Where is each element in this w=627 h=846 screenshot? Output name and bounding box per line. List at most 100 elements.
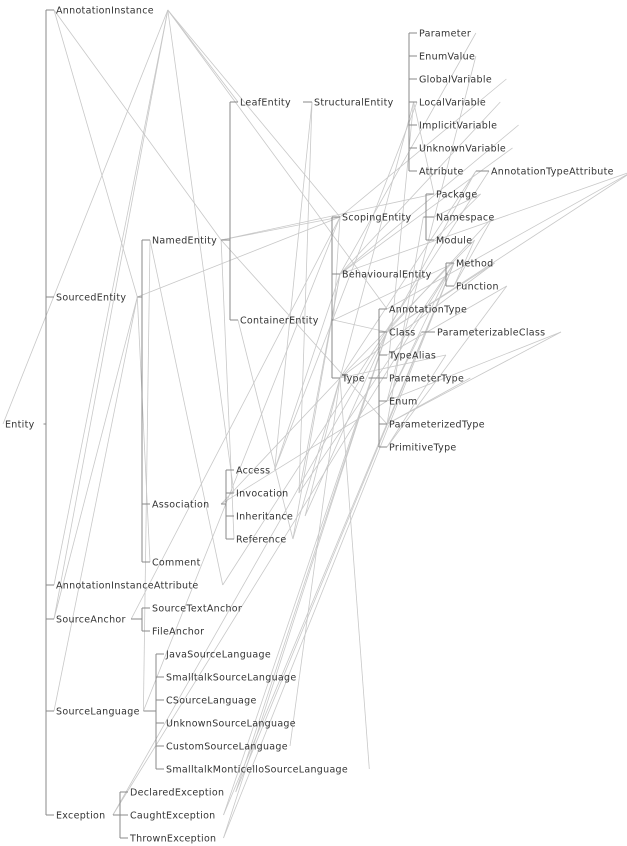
- node-leaf-entity: LeafEntity: [240, 98, 291, 109]
- association-line-type-alias-type: [339, 354, 446, 379]
- node-source-anchor: SourceAnchor: [56, 615, 126, 626]
- association-line-annotation-instance-source-anchor: [53, 9, 169, 620]
- association-line-sourced-entity-source-anchor: [53, 296, 138, 620]
- node-implicit-variable: ImplicitVariable: [419, 121, 497, 132]
- node-parameter: Parameter: [419, 29, 471, 40]
- node-smalltalk-monticello-source-language: SmalltalkMonticelloSourceLanguage: [166, 765, 348, 776]
- association-line-association-type: [220, 377, 341, 505]
- node-type: Type: [341, 374, 365, 385]
- node-container-entity: ContainerEntity: [240, 316, 319, 327]
- association-line-reference-type: [292, 377, 341, 540]
- association-line-module-function: [453, 239, 475, 287]
- node-parameter-type: ParameterType: [389, 374, 464, 385]
- node-behavioural-entity: BehaviouralEntity: [342, 270, 432, 281]
- node-annotation-instance-attribute: AnnotationInstanceAttribute: [56, 581, 199, 592]
- node-caught-exception: CaughtException: [130, 811, 216, 822]
- node-source-language: SourceLanguage: [56, 707, 140, 718]
- association-line-source-language-named-entity: [143, 239, 151, 712]
- association-line-exception-method: [112, 262, 455, 816]
- association-line-parameter-type-parameterized-type: [386, 377, 471, 425]
- association-line-annotation-instance-annotation-type: [167, 9, 388, 310]
- node-package: Package: [436, 190, 477, 201]
- node-primitive-type: PrimitiveType: [389, 443, 457, 454]
- node-annotation-instance: AnnotationInstance: [56, 6, 154, 17]
- node-smalltalk-source-language: SmalltalkSourceLanguage: [166, 673, 296, 684]
- association-lines: [2, 9, 627, 839]
- association-line-caught-exception-method: [223, 262, 455, 816]
- association-line-inheritance-class: [304, 331, 388, 517]
- node-custom-source-language: CustomSourceLanguage: [166, 742, 288, 753]
- association-line-container-entity-class: [333, 319, 388, 333]
- node-file-anchor: FileAnchor: [152, 627, 204, 638]
- association-line-sourced-entity-source-language: [53, 296, 138, 712]
- association-line-exception-class: [112, 331, 388, 816]
- node-unknown-variable: UnknownVariable: [419, 144, 506, 155]
- association-line-named-entity-package: [221, 193, 435, 241]
- association-line-thrown-exception-method: [223, 262, 455, 839]
- node-inheritance: Inheritance: [236, 512, 293, 523]
- association-line-method-type: [339, 262, 495, 379]
- association-line-named-entity-reference: [220, 239, 235, 540]
- association-line-global-variable-scoping-entity: [339, 78, 507, 218]
- node-enum: Enum: [389, 397, 418, 408]
- association-line-custom-source-language-type: [289, 377, 341, 747]
- node-parameterized-type: ParameterizedType: [389, 420, 485, 431]
- node-structural-entity: StructuralEntity: [314, 98, 394, 109]
- association-line-parameterizable-class-enum: [386, 331, 562, 402]
- association-line-annotation-type-attribute-class: [386, 174, 627, 333]
- node-c-source-language: CSourceLanguage: [166, 696, 257, 707]
- node-thrown-exception: ThrownException: [129, 834, 216, 845]
- association-line-access-local-variable: [274, 101, 418, 471]
- node-access: Access: [236, 466, 270, 477]
- node-annotation-type: AnnotationType: [389, 305, 467, 316]
- association-line-annotation-type-attribute-annotation-type: [386, 174, 627, 310]
- association-line-annotation-type-attribute-behavioural-entity: [339, 172, 627, 275]
- association-line-named-entity-annotation-instance: [53, 9, 222, 241]
- association-line-implicit-variable-behavioural-entity: [339, 124, 519, 275]
- node-function: Function: [456, 282, 499, 293]
- association-line-inheritance-type: [304, 377, 341, 517]
- node-namespace: Namespace: [436, 213, 495, 224]
- association-line-source-language-scoping-entity: [143, 216, 341, 712]
- node-named-entity: NamedEntity: [152, 236, 217, 247]
- node-local-variable: LocalVariable: [419, 98, 486, 109]
- node-type-alias: TypeAlias: [388, 351, 436, 362]
- node-reference: Reference: [236, 535, 287, 546]
- association-line-declared-exception-class: [235, 331, 388, 793]
- association-line-annotation-instance-attribute-annotation-type-attribute: [222, 170, 490, 586]
- association-line-caught-exception-class: [223, 331, 388, 816]
- association-line-package-module: [433, 193, 481, 241]
- node-parameterizable-class: ParameterizableClass: [437, 328, 545, 339]
- association-line-parameter-behavioural-entity: [339, 32, 477, 275]
- node-scoping-entity: ScopingEntity: [342, 213, 411, 224]
- node-source-text-anchor: SourceTextAnchor: [152, 604, 242, 615]
- association-line-class-enum: [386, 331, 422, 402]
- node-class: Class: [389, 328, 416, 339]
- association-line-function-type-alias: [386, 285, 507, 356]
- association-line-structural-entity-type: [339, 101, 414, 379]
- association-line-reference-container-entity: [237, 319, 294, 540]
- association-line-sourced-entity-comment: [136, 296, 151, 563]
- association-line-annotation-instance-scoping-entity: [167, 9, 341, 218]
- node-module: Module: [436, 236, 472, 247]
- association-line-package-namespace: [433, 193, 481, 218]
- node-sourced-entity: SourcedEntity: [56, 293, 126, 304]
- association-line-annotation-instance-annotation-instance-attribute: [53, 9, 169, 586]
- node-labels: EntityAnnotationInstanceSourcedEntityAnn…: [5, 6, 613, 845]
- node-comment: Comment: [152, 558, 201, 569]
- association-line-annotation-instance-leaf-entity: [167, 9, 239, 103]
- association-line-parameterizable-class-parameterized-type: [386, 331, 562, 425]
- association-line-enum-value-enum: [386, 55, 477, 402]
- association-line-namespace-class: [386, 216, 494, 333]
- node-enum-value: EnumValue: [419, 52, 475, 63]
- association-line-function-primitive-type: [386, 285, 508, 448]
- node-association: Association: [152, 500, 209, 511]
- association-line-annotation-instance-entity: [2, 9, 169, 425]
- association-line-behavioural-entity-enum: [386, 273, 449, 402]
- hierarchy-lines: [43, 9, 489, 839]
- association-line-source-anchor-scoping-entity: [130, 216, 341, 620]
- association-line-invocation-structural-entity: [298, 101, 313, 494]
- association-line-thrown-exception-class: [223, 331, 388, 839]
- association-line-sourced-entity-annotation-instance: [53, 9, 138, 298]
